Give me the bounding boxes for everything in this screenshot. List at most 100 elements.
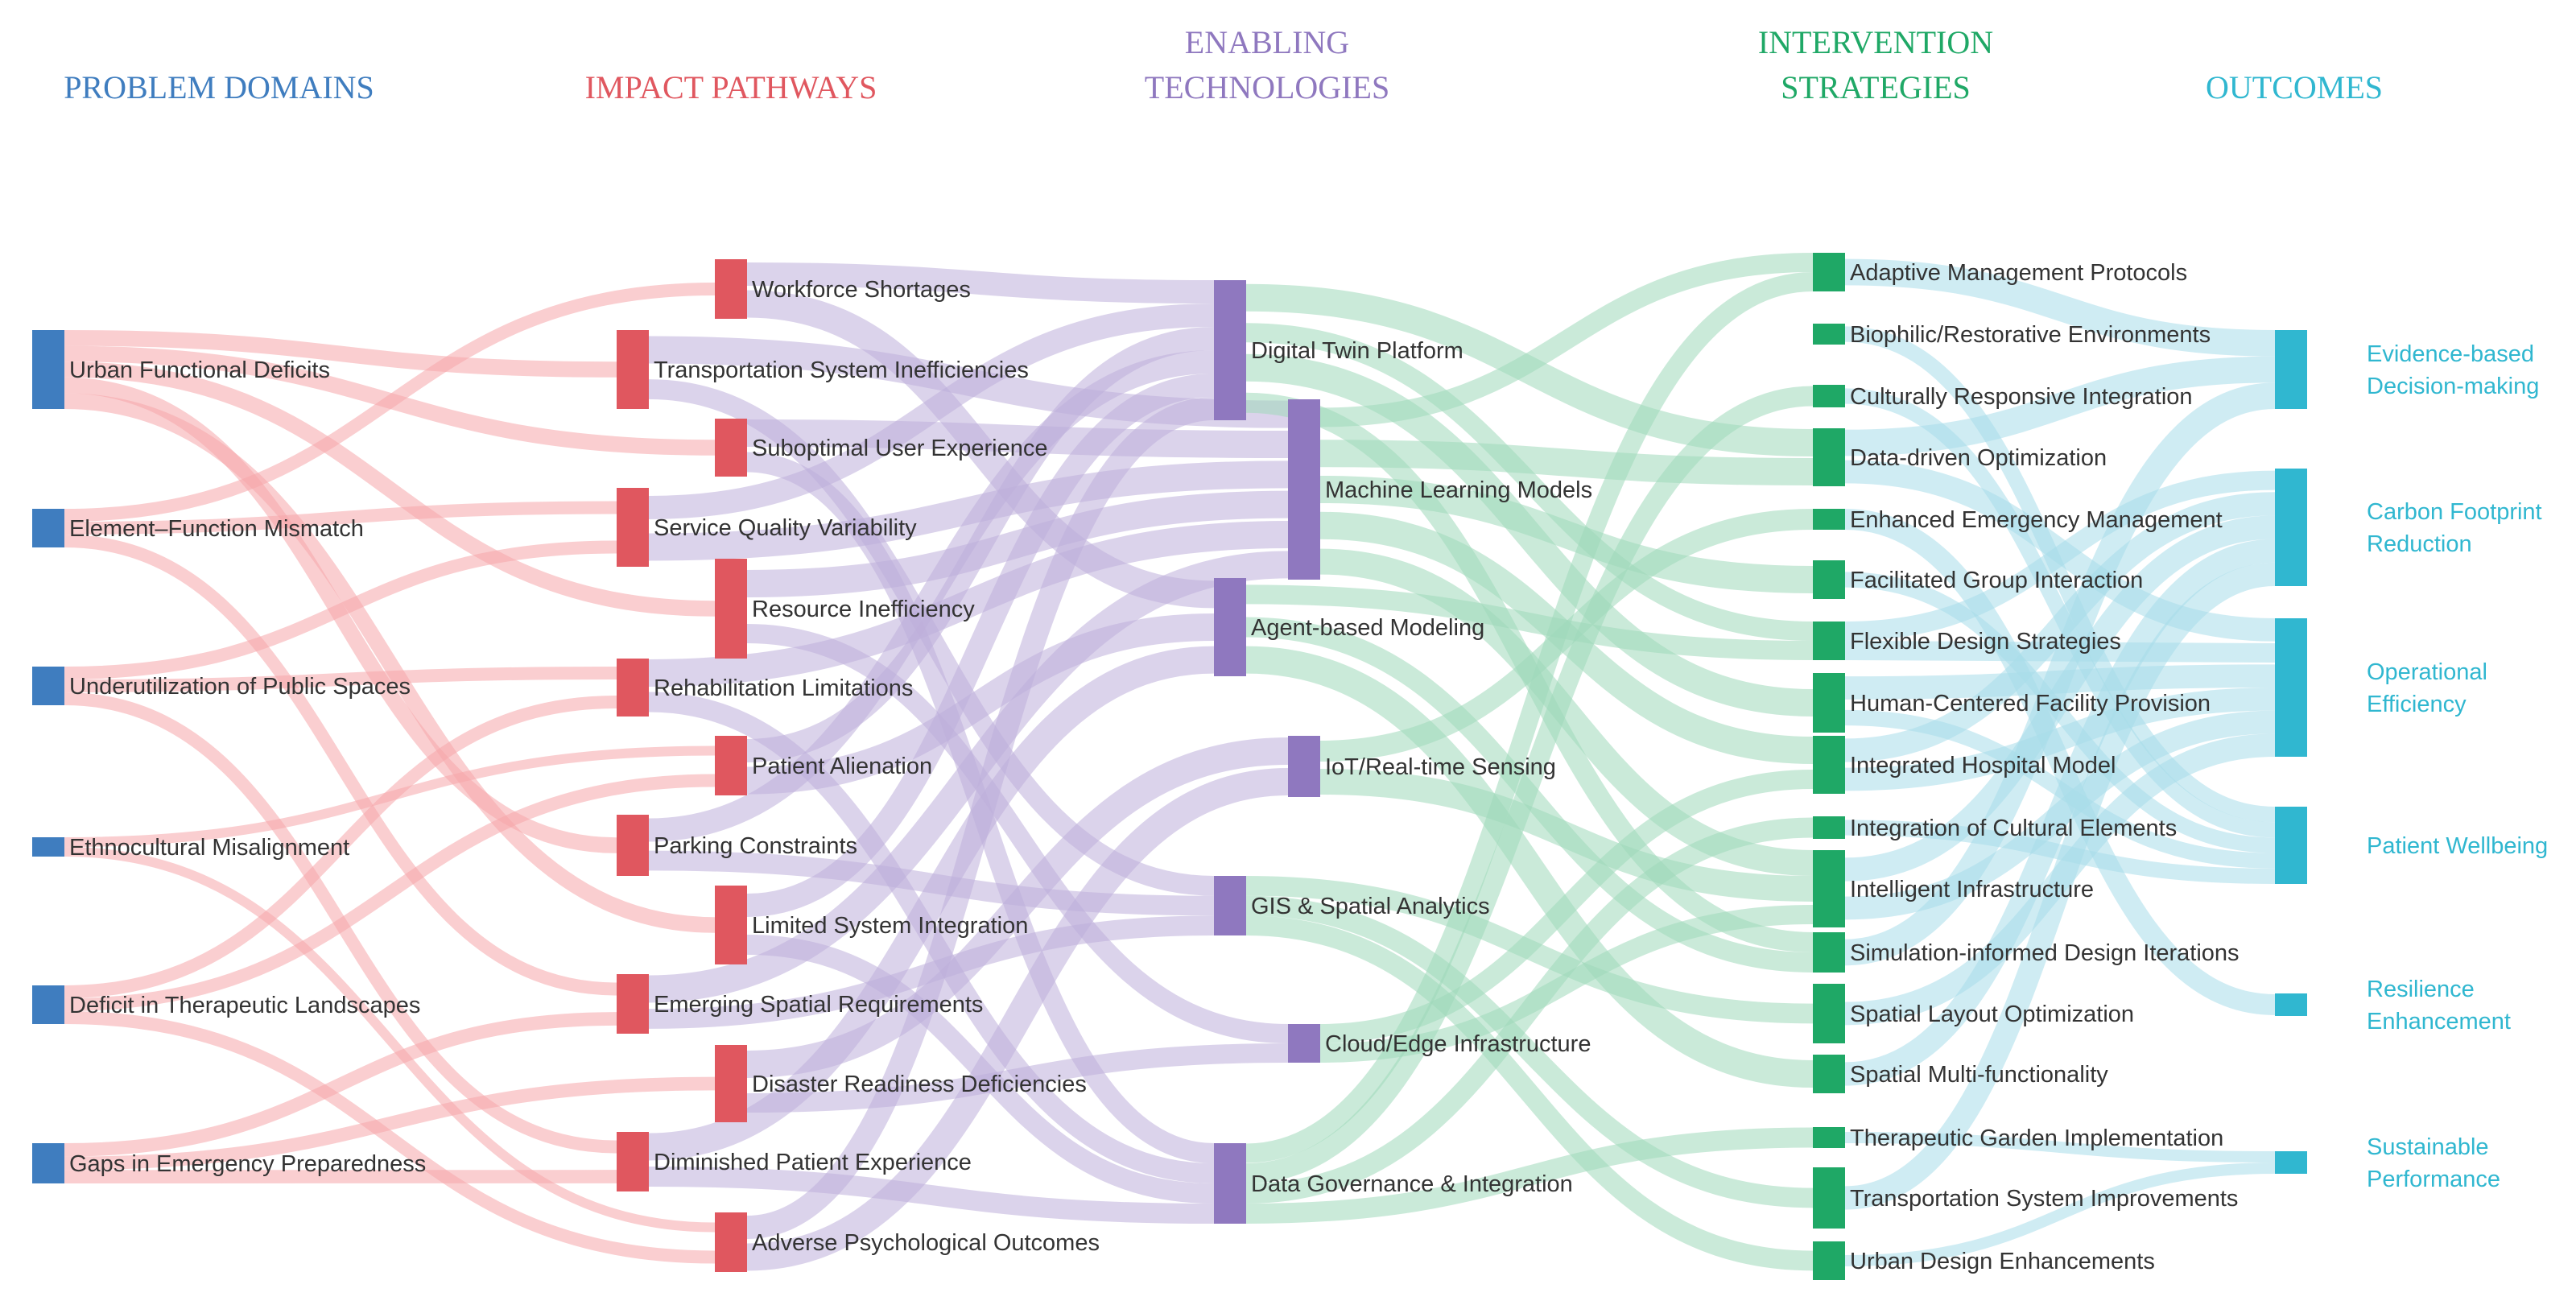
column-title-impact: IMPACT PATHWAYS bbox=[585, 69, 877, 105]
tech-node-label: Machine Learning Models bbox=[1325, 477, 1592, 503]
outcome-label: Patient Wellbeing bbox=[2367, 833, 2548, 859]
strategy-node bbox=[1813, 428, 1845, 486]
tech-node bbox=[1288, 399, 1320, 580]
strategy-node bbox=[1813, 932, 1845, 973]
column-title-strategy: STRATEGIES bbox=[1781, 69, 1971, 105]
strategy-node bbox=[1813, 253, 1845, 291]
strategy-node-label: Simulation-informed Design Iterations bbox=[1850, 940, 2240, 966]
strategy-node-label: Adaptive Management Protocols bbox=[1850, 260, 2187, 286]
problem-node-label: Deficit in Therapeutic Landscapes bbox=[69, 993, 420, 1018]
tech-node bbox=[1214, 1143, 1246, 1224]
outcome-label: Enhancement bbox=[2367, 1009, 2511, 1035]
tech-node-label: Data Governance & Integration bbox=[1251, 1171, 1573, 1197]
impact-node bbox=[617, 1132, 649, 1191]
strategy-node bbox=[1813, 984, 1845, 1043]
problem-node bbox=[32, 985, 64, 1024]
column-title-problem: PROBLEM DOMAINS bbox=[64, 69, 374, 105]
impact-node-label: Parking Constraints bbox=[654, 833, 857, 859]
tech-node-label: IoT/Real-time Sensing bbox=[1325, 754, 1556, 780]
impact-node bbox=[715, 1212, 747, 1272]
strategy-node bbox=[1813, 736, 1845, 794]
column-title-tech: TECHNOLOGIES bbox=[1145, 69, 1389, 105]
strategy-node-label: Facilitated Group Interaction bbox=[1850, 568, 2143, 593]
outcome-label: Evidence-based bbox=[2367, 341, 2534, 367]
strategy-node-label: Spatial Multi-functionality bbox=[1850, 1062, 2108, 1088]
strategy-node-label: Enhanced Emergency Management bbox=[1850, 507, 2223, 533]
impact-node-label: Limited System Integration bbox=[752, 913, 1028, 939]
problem-node-label: Urban Functional Deficits bbox=[69, 357, 330, 383]
strategy-node bbox=[1813, 622, 1845, 660]
outcome-label: Carbon Footprint bbox=[2367, 499, 2542, 525]
strategy-node-label: Intelligent Infrastructure bbox=[1850, 877, 2094, 902]
outcome-label: Resilience bbox=[2367, 977, 2475, 1002]
strategy-node bbox=[1813, 1167, 1845, 1229]
strategy-node bbox=[1813, 816, 1845, 839]
strategy-node-label: Biophilic/Restorative Environments bbox=[1850, 322, 2211, 348]
tech-node bbox=[1214, 876, 1246, 935]
column-title-outcome: OUTCOMES bbox=[2206, 69, 2383, 105]
strategy-node-label: Integrated Hospital Model bbox=[1850, 753, 2116, 778]
outcome-node bbox=[2275, 993, 2307, 1016]
outcome-label: Decision-making bbox=[2367, 374, 2539, 399]
strategy-node-label: Transportation System Improvements bbox=[1850, 1186, 2238, 1212]
outcome-node bbox=[2275, 807, 2307, 884]
strategy-node bbox=[1813, 1055, 1845, 1093]
column-title-strategy: INTERVENTION bbox=[1758, 24, 1993, 60]
tech-node-label: Digital Twin Platform bbox=[1251, 338, 1463, 364]
strategy-node-label: Integration of Cultural Elements bbox=[1850, 816, 2177, 841]
strategy-node-label: Human-Centered Facility Provision bbox=[1850, 691, 2211, 717]
strategy-node bbox=[1813, 1241, 1845, 1280]
strategy-node bbox=[1813, 324, 1845, 345]
strategy-node-label: Therapeutic Garden Implementation bbox=[1850, 1125, 2223, 1151]
impact-node-label: Suboptimal User Experience bbox=[752, 436, 1048, 461]
outcome-label: Efficiency bbox=[2367, 692, 2467, 717]
impact-node bbox=[715, 419, 747, 477]
outcome-label: Performance bbox=[2367, 1167, 2500, 1192]
impact-node-label: Resource Inefficiency bbox=[752, 597, 975, 622]
impact-node-label: Service Quality Variability bbox=[654, 515, 917, 541]
impact-node bbox=[617, 815, 649, 876]
impact-node-label: Transportation System Inefficiencies bbox=[654, 357, 1029, 383]
impact-node-label: Adverse Psychological Outcomes bbox=[752, 1230, 1100, 1256]
problem-node-label: Gaps in Emergency Preparedness bbox=[69, 1151, 426, 1177]
problem-node bbox=[32, 1143, 64, 1183]
tech-node-label: Cloud/Edge Infrastructure bbox=[1325, 1031, 1591, 1057]
strategy-node bbox=[1813, 850, 1845, 927]
impact-node-label: Diminished Patient Experience bbox=[654, 1150, 972, 1175]
strategy-node bbox=[1813, 1127, 1845, 1148]
impact-node bbox=[715, 259, 747, 319]
tech-node bbox=[1288, 736, 1320, 797]
problem-node bbox=[32, 330, 64, 409]
strategy-node bbox=[1813, 673, 1845, 733]
outcome-label: Reduction bbox=[2367, 531, 2472, 557]
impact-node-label: Rehabilitation Limitations bbox=[654, 675, 913, 701]
outcome-node bbox=[2275, 618, 2307, 757]
impact-node bbox=[617, 488, 649, 567]
problem-node-label: Underutilization of Public Spaces bbox=[69, 674, 411, 700]
strategy-node-label: Urban Design Enhancements bbox=[1850, 1249, 2155, 1274]
strategy-node bbox=[1813, 509, 1845, 530]
strategy-node-label: Spatial Layout Optimization bbox=[1850, 1001, 2134, 1027]
outcome-node bbox=[2275, 330, 2307, 409]
column-title-tech: ENABLING bbox=[1185, 24, 1349, 60]
problem-node bbox=[32, 509, 64, 547]
tech-node-label: Agent-based Modeling bbox=[1251, 615, 1484, 641]
strategy-node-label: Data-driven Optimization bbox=[1850, 445, 2107, 471]
impact-node-label: Disaster Readiness Deficiencies bbox=[752, 1072, 1087, 1097]
impact-node bbox=[715, 886, 747, 964]
impact-node bbox=[617, 330, 649, 409]
flow-link bbox=[64, 547, 617, 674]
impact-node bbox=[715, 1045, 747, 1122]
outcome-label: Operational bbox=[2367, 659, 2487, 685]
tech-node bbox=[1214, 578, 1246, 676]
outcome-node bbox=[2275, 469, 2307, 586]
problem-node bbox=[32, 667, 64, 705]
impact-node bbox=[617, 659, 649, 717]
impact-node-label: Workforce Shortages bbox=[752, 277, 971, 303]
problem-node-label: Element–Function Mismatch bbox=[69, 516, 364, 542]
impact-node bbox=[715, 559, 747, 659]
strategy-node-label: Culturally Responsive Integration bbox=[1850, 384, 2193, 410]
strategy-node bbox=[1813, 385, 1845, 407]
